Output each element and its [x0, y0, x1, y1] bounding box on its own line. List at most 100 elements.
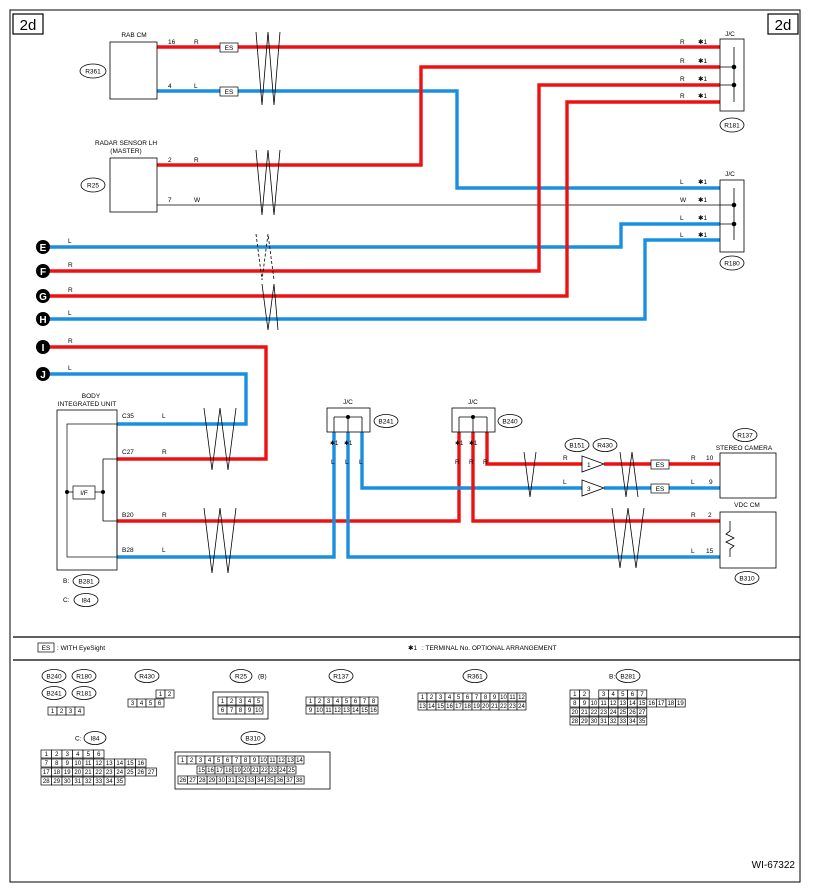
pin-number: 24 — [279, 768, 286, 774]
color-c27: R — [162, 449, 167, 456]
pin-number: 18 — [225, 768, 232, 774]
pin-number: 3 — [131, 701, 135, 707]
pin-number: 26 — [137, 770, 144, 776]
pin-number: 11 — [600, 701, 607, 707]
color-j: L — [68, 365, 72, 372]
jc-b241-name: J/C — [343, 399, 353, 406]
pin-number: 5 — [217, 758, 221, 764]
rab-cm-code: R361 — [85, 69, 101, 76]
pin-cell — [74, 706, 85, 716]
pin-number: 2 — [190, 758, 194, 764]
radar-sensor-lh: RADAR SENSOR LH (MASTER) R25 2 7 R W — [80, 140, 201, 213]
face-r25-suffix: (B) — [258, 674, 267, 681]
connector-outline — [174, 751, 331, 790]
pin-number: 6 — [226, 758, 230, 764]
pin-c27: C27 — [122, 449, 134, 456]
pin-number: 38 — [296, 778, 303, 784]
pin-number: 16 — [648, 701, 655, 707]
wire-j — [44, 372, 248, 426]
r180-color-2: W — [680, 197, 687, 204]
pin-number: 3 — [602, 692, 606, 698]
wire-i — [44, 345, 268, 461]
pin-number: 24 — [518, 704, 525, 710]
pin-number: 21 — [581, 710, 588, 716]
es-tag-cam10: ES — [656, 462, 665, 469]
pin-number: 28 — [43, 779, 50, 785]
pin-number: 23 — [509, 704, 516, 710]
pin-cell — [135, 758, 147, 768]
b240-color-2: R — [469, 459, 474, 466]
page-tag-left: 2d — [12, 13, 44, 35]
pin-number: 11 — [269, 758, 276, 764]
pin-number: 5 — [345, 699, 349, 705]
wire-radar2 — [157, 65, 734, 167]
pin-number: 33 — [95, 779, 102, 785]
pin-number: 37 — [286, 778, 293, 784]
legend-es-text: : WITH EyeSight — [57, 645, 105, 652]
pin-number: 1 — [51, 709, 55, 715]
pin-number: 9 — [583, 701, 587, 707]
b240-color-3: R — [483, 459, 488, 466]
pin-number: 9 — [248, 708, 252, 714]
pin-number: 15 — [198, 768, 205, 774]
pin-number: 3 — [69, 709, 73, 715]
b241-color-3: L — [359, 459, 363, 466]
es-tag-rab4: ES — [225, 89, 234, 96]
splice-color-3: L — [563, 479, 567, 486]
pin-number: 17 — [43, 770, 50, 776]
pin-number: 19 — [473, 704, 480, 710]
pin-number: 5 — [87, 752, 91, 758]
wires — [44, 45, 734, 559]
pin-number: 26 — [180, 778, 187, 784]
pin-number: 28 — [199, 778, 206, 784]
connector-h: H — [39, 315, 46, 326]
pin-number: 2 — [318, 699, 322, 705]
wire-b240-vdc2 — [471, 432, 720, 523]
r180-color-4: L — [680, 232, 684, 239]
r181-star-2: ✱1 — [698, 57, 707, 65]
pin-number: 22 — [261, 768, 268, 774]
connector-g: G — [39, 292, 47, 303]
color-i: R — [68, 338, 73, 345]
jc-r180-code: R180 — [724, 261, 740, 268]
pin-number: 29 — [209, 778, 216, 784]
pin-number: 2 — [230, 699, 234, 705]
pin-number: 16 — [370, 708, 377, 714]
splice-pin-1: 1 — [587, 462, 591, 469]
pin-number: 14 — [428, 704, 435, 710]
pin-number: 1 — [45, 752, 49, 758]
pin-number: 30 — [591, 719, 598, 725]
pin-number: 28 — [571, 719, 578, 725]
pin-radar-7: 7 — [168, 197, 172, 204]
color-e: L — [68, 238, 72, 245]
jc-r180: J/C R180 L W L L ✱1 ✱1 ✱1 ✱1 — [680, 171, 745, 271]
pin-number: 10 — [74, 761, 81, 767]
pin-number: 20 — [571, 710, 578, 716]
color-b28: L — [162, 547, 166, 554]
connector-j: J — [40, 370, 46, 381]
face-r137-code: R137 — [333, 674, 349, 681]
page-frame — [9, 9, 801, 883]
pin-number: 31 — [228, 778, 235, 784]
pin-number: 5 — [257, 699, 261, 705]
wire-b28 — [117, 432, 336, 559]
pin-number: 21 — [252, 768, 259, 774]
pin-cell — [154, 698, 165, 708]
body-code-c: I84 — [81, 598, 90, 605]
cam10-color: R — [691, 455, 696, 462]
pin-number: 30 — [218, 778, 225, 784]
wire-color-rab16: R — [194, 39, 199, 46]
wire-f — [44, 83, 734, 273]
connector-outline — [212, 691, 269, 720]
wire-h — [44, 238, 734, 321]
page-tag-left-text: 2d — [20, 17, 37, 34]
body-integrated-unit: I/F BODY INTEGRATED UNIT C35 C27 B20 B28… — [56, 393, 167, 607]
color-f: R — [68, 262, 73, 269]
vdc-cm: VDC CM B310 2 15 R L — [691, 502, 777, 585]
pin-number: 23 — [600, 710, 607, 716]
legend-es-box: ES — [42, 645, 51, 652]
